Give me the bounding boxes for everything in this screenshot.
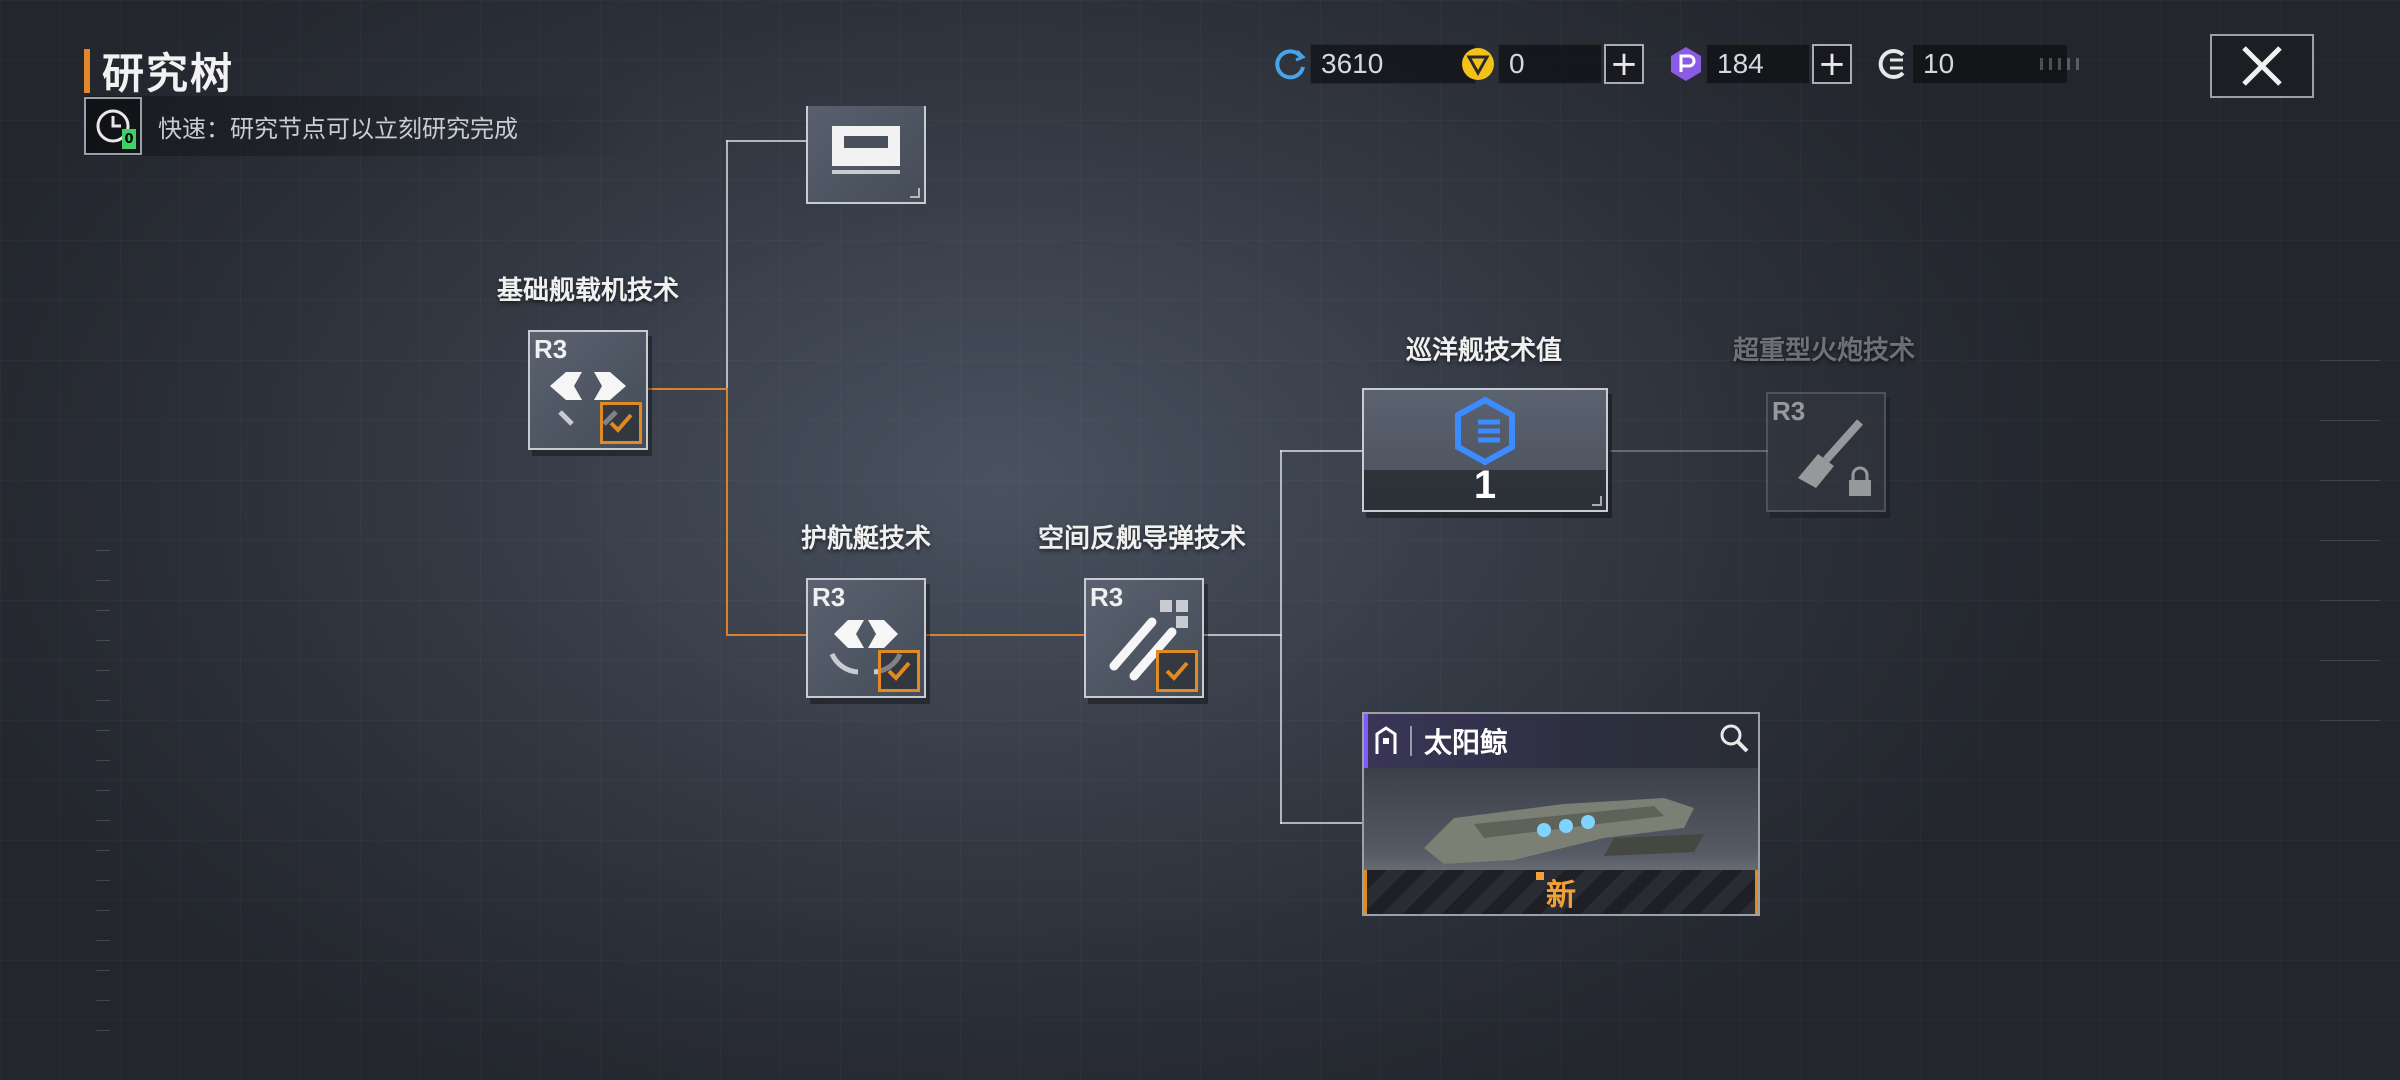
tip-text: 快速：研究节点可以立刻研究完成 xyxy=(158,114,518,143)
escort-node-label: 护航艇技术 xyxy=(800,524,932,554)
connector-missile-out xyxy=(1204,634,1282,636)
research-node-cruiser[interactable]: 1 xyxy=(1362,388,1608,512)
resource-tick-decoration xyxy=(2040,58,2079,70)
ship-card-header: 太阳鲸 xyxy=(1364,714,1758,768)
gold-triangle-icon xyxy=(1458,44,1498,84)
connector-top-vertical xyxy=(726,140,728,390)
missile-icon xyxy=(1086,580,1202,696)
tech-token-icon xyxy=(1872,44,1912,84)
quick-research-tip: 0 快速：研究节点可以立刻研究完成 xyxy=(84,96,644,156)
completed-check-icon xyxy=(1156,650,1198,692)
connector-to-heavy-gun xyxy=(1610,450,1768,452)
connector-carrier-out xyxy=(648,388,728,390)
quick-research-count: 0 xyxy=(122,129,136,149)
right-ruler-decoration xyxy=(2320,360,2380,760)
ship-name: 太阳鲸 xyxy=(1424,726,1509,759)
connector-top-horizontal xyxy=(726,140,808,142)
title-bar: 研究树 xyxy=(84,40,234,101)
add-premium-button[interactable]: + xyxy=(1812,44,1852,84)
resource-premium: 184 + xyxy=(1666,42,1852,86)
add-gold-button[interactable]: + xyxy=(1604,44,1644,84)
hangar-icon xyxy=(808,106,924,202)
connector-to-ship xyxy=(1280,822,1364,824)
connector-branch-vertical xyxy=(1280,450,1282,824)
refresh-coin-icon xyxy=(1270,44,1310,84)
completed-check-icon xyxy=(878,650,920,692)
tier-badge: R3 xyxy=(1772,396,1806,426)
tier-badge: R3 xyxy=(534,334,568,364)
resource-gold: 0 + xyxy=(1458,42,1644,86)
research-node-escort[interactable]: R3 xyxy=(806,578,926,698)
cruiser-tech-icon xyxy=(1364,396,1606,466)
carrier-node-label: 基础舰载机技术 xyxy=(496,276,680,306)
lock-icon xyxy=(1846,466,1874,502)
cruiser-tech-value: 1 xyxy=(1473,463,1497,507)
resource-tech: 10 xyxy=(1872,42,2068,86)
tier-badge: R3 xyxy=(812,582,846,612)
ship-class-icon xyxy=(1375,726,1397,754)
new-badge: 新 xyxy=(1536,870,1576,914)
resource-credits: 3610 xyxy=(1270,42,1476,86)
research-node-top[interactable] xyxy=(806,106,926,204)
left-ruler-decoration xyxy=(96,550,110,1050)
missile-node-label: 空间反舰导弹技术 xyxy=(1037,524,1247,554)
quick-research-button[interactable]: 0 xyxy=(84,97,142,155)
clock-icon xyxy=(96,109,130,143)
connector-to-cruiser xyxy=(1280,450,1364,452)
ship-reward-card[interactable]: 太阳鲸 新 xyxy=(1362,712,1760,916)
cruiser-node-label: 巡洋舰技术值 xyxy=(1405,336,1563,366)
connector-escort-to-missile xyxy=(926,634,1086,636)
connector-to-escort xyxy=(726,634,808,636)
ship-image xyxy=(1364,768,1758,874)
carrier-aircraft-icon xyxy=(530,332,646,448)
tier-badge: R3 xyxy=(1090,582,1124,612)
credits-value: 3610 xyxy=(1310,44,1476,84)
title-accent xyxy=(84,48,90,93)
research-node-missile[interactable]: R3 xyxy=(1084,578,1204,698)
purple-p-icon xyxy=(1666,44,1706,84)
connector-to-escort-vertical xyxy=(726,388,728,636)
completed-check-icon xyxy=(600,402,642,444)
tech-value: 10 xyxy=(1912,44,2068,84)
heavy-gun-node-label: 超重型火炮技术 xyxy=(1732,336,1916,366)
ship-card-footer: 新 xyxy=(1364,870,1758,914)
heavy-cannon-icon xyxy=(1768,394,1884,510)
research-node-carrier[interactable]: R3 xyxy=(528,330,648,450)
close-button[interactable] xyxy=(2210,34,2314,98)
premium-value: 184 xyxy=(1706,44,1810,84)
gold-value: 0 xyxy=(1498,44,1602,84)
magnify-icon[interactable] xyxy=(1718,722,1750,758)
page-title: 研究树 xyxy=(102,49,235,98)
close-icon xyxy=(2242,46,2282,86)
escort-boat-icon xyxy=(808,580,924,696)
research-node-heavy-gun[interactable]: R3 xyxy=(1766,392,1886,512)
